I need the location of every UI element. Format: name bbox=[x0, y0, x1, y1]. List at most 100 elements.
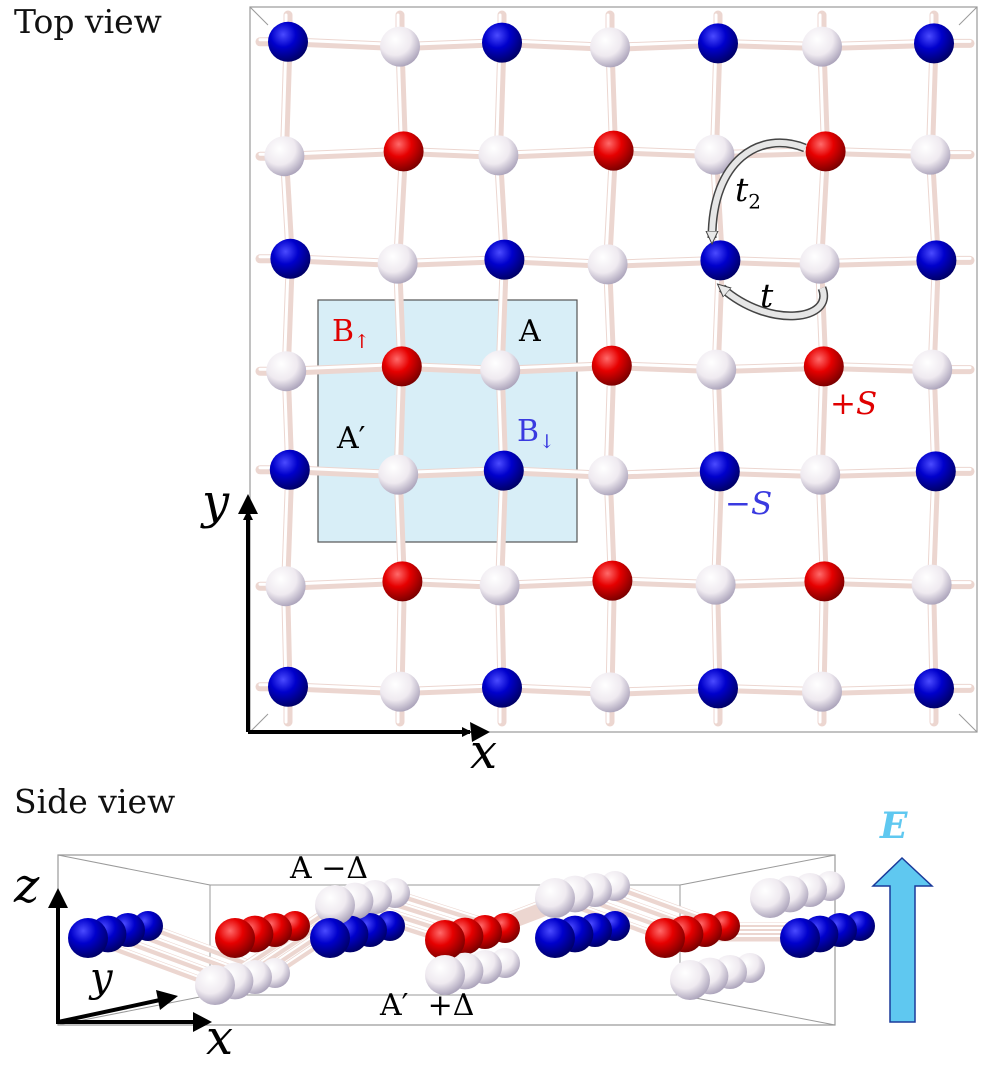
atom-B-down-site bbox=[916, 240, 957, 281]
atom-B-down-site bbox=[268, 666, 308, 707]
atom-A-site bbox=[695, 564, 736, 605]
side-box-edge bbox=[57, 854, 211, 886]
atom-A-site bbox=[696, 349, 737, 390]
unit-cell bbox=[317, 299, 578, 543]
atom-A-site bbox=[694, 134, 735, 175]
atom-B-down-site bbox=[482, 22, 522, 63]
side-z-axis-label: z bbox=[14, 858, 40, 914]
atom-B-down-site bbox=[698, 23, 738, 64]
atom-A-site bbox=[377, 243, 418, 284]
label-minus-S: −S bbox=[725, 486, 773, 522]
side-view-heading: Side view bbox=[14, 782, 176, 821]
side-atom-array bbox=[68, 871, 875, 1005]
atom-B-up-site bbox=[804, 561, 845, 602]
side-view-panel bbox=[48, 854, 934, 1032]
y-arrowhead bbox=[238, 494, 258, 514]
t-hopping-arrow-fill bbox=[722, 288, 827, 319]
side-x-axis-label: x bbox=[206, 1010, 234, 1066]
label-plus-S: +S bbox=[830, 386, 878, 422]
side-atom-B-down bbox=[535, 918, 575, 958]
label-A-prime: A′ bbox=[337, 421, 366, 456]
label-A-minus-delta: A −Δ bbox=[290, 851, 369, 886]
atom-B-up-site bbox=[593, 130, 634, 171]
label-A-prime-plus-delta: A′ +Δ bbox=[380, 988, 475, 1023]
frame-corner-line bbox=[958, 6, 978, 26]
atom-B-up-site bbox=[805, 131, 846, 172]
label-t2: t2 bbox=[735, 170, 761, 214]
atom-A-site bbox=[478, 135, 519, 176]
field-label-E: E bbox=[880, 805, 908, 847]
side-y-arrowhead bbox=[156, 990, 178, 1010]
label-t: t bbox=[760, 276, 774, 315]
side-atom-A-prime bbox=[670, 960, 710, 1000]
side-atom-A bbox=[750, 878, 790, 918]
atom-A-site bbox=[480, 350, 521, 391]
atom-B-down-site bbox=[270, 238, 311, 279]
electric-field-arrow bbox=[871, 856, 934, 1023]
atom-A-site bbox=[588, 455, 629, 496]
side-atom-B-up bbox=[425, 920, 465, 960]
z-arrowhead bbox=[48, 888, 68, 908]
label-B-down: B↓ bbox=[517, 414, 555, 453]
label-B-up: B↑ bbox=[332, 314, 370, 353]
atom-B-up-site bbox=[382, 561, 423, 602]
atom-B-down-site bbox=[699, 451, 740, 492]
atom-B-down-site bbox=[482, 667, 522, 708]
top-view-frame bbox=[249, 6, 978, 733]
label-A: A bbox=[519, 314, 541, 349]
atom-B-down-site bbox=[269, 449, 310, 490]
atom-A-site bbox=[800, 454, 841, 495]
atom-B-up-site bbox=[381, 346, 422, 387]
side-atom-B-up bbox=[215, 918, 255, 958]
side-box-edge bbox=[679, 994, 836, 1026]
atom-A-site bbox=[264, 136, 305, 177]
side-atom-A bbox=[315, 885, 355, 925]
atom-B-down-site bbox=[698, 668, 738, 709]
atom-B-down-site bbox=[268, 21, 308, 62]
atom-A-site bbox=[802, 671, 842, 712]
atom-A-site bbox=[479, 565, 520, 606]
side-x-arrowhead bbox=[193, 1012, 212, 1032]
atom-A-site bbox=[380, 671, 420, 712]
atom-A-site bbox=[380, 26, 420, 67]
frame-corner-line bbox=[249, 713, 269, 733]
atom-array bbox=[264, 21, 957, 713]
atom-A-site bbox=[910, 134, 951, 175]
side-atom-B-down bbox=[68, 918, 108, 958]
side-atom-B-down bbox=[310, 918, 350, 958]
atom-B-down-site bbox=[700, 240, 741, 281]
top-y-axis-label: y bbox=[202, 474, 230, 530]
atom-A-site bbox=[265, 566, 306, 607]
atom-A-site bbox=[590, 672, 630, 713]
atom-A-site bbox=[911, 564, 952, 605]
side-y-axis bbox=[57, 998, 161, 1024]
atom-B-up-site bbox=[592, 560, 633, 601]
atom-A-site bbox=[590, 27, 630, 68]
frame-corner-line bbox=[958, 713, 978, 733]
frame-corner-line bbox=[249, 6, 269, 26]
atom-A-site bbox=[587, 244, 628, 285]
atom-B-up-site bbox=[383, 131, 424, 172]
atom-A-site bbox=[912, 349, 953, 390]
atom-B-up-site bbox=[591, 345, 632, 386]
atom-B-down-site bbox=[914, 668, 954, 709]
atom-B-down-site bbox=[484, 239, 525, 280]
atom-B-down-site bbox=[483, 450, 524, 491]
atom-A-site bbox=[802, 26, 842, 67]
t2-hopping-arrow-fill bbox=[712, 140, 807, 238]
atom-B-up-site bbox=[803, 346, 844, 387]
x-arrowhead bbox=[470, 722, 490, 742]
top-view-heading: Top view bbox=[14, 2, 162, 41]
atom-A-site bbox=[378, 454, 419, 495]
atom-A-site bbox=[266, 351, 307, 392]
atom-B-down-site bbox=[914, 23, 954, 64]
side-atom-B-down bbox=[780, 918, 820, 958]
atom-A-site bbox=[799, 243, 840, 284]
atom-B-down-site bbox=[915, 451, 956, 492]
top-x-axis-label: x bbox=[470, 724, 498, 780]
side-atom-A bbox=[535, 878, 575, 918]
side-atom-A-prime bbox=[425, 955, 465, 995]
side-atom-B-up bbox=[645, 918, 685, 958]
side-atom-A-prime bbox=[195, 965, 235, 1005]
